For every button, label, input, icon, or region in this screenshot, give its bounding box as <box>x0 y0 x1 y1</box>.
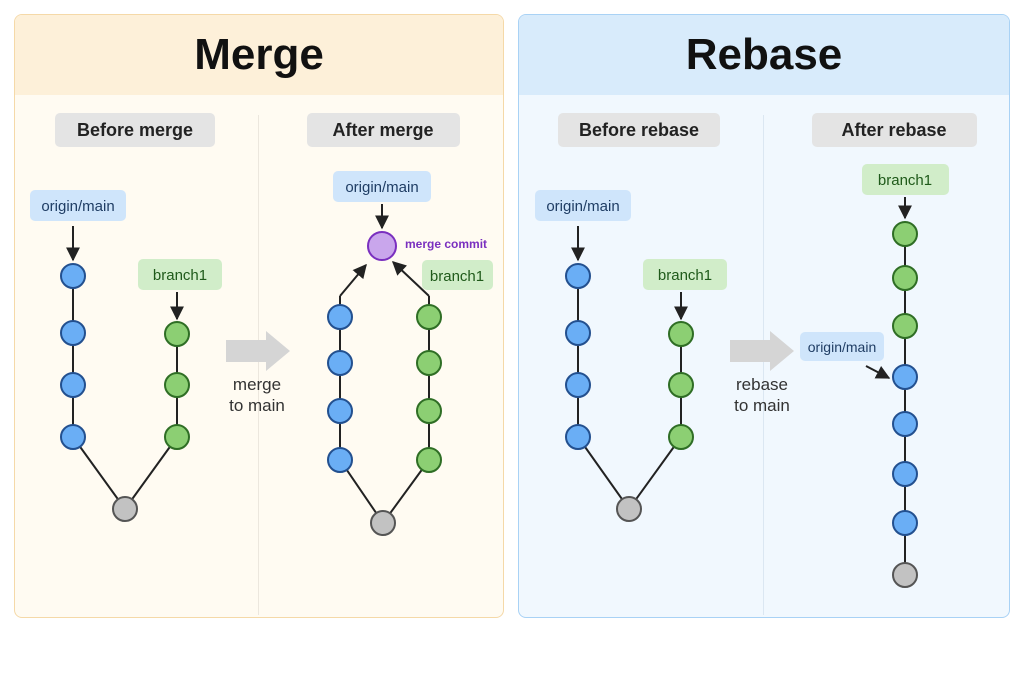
commit-node <box>892 411 918 437</box>
commit-node <box>327 447 353 473</box>
before-rebase-main-tag <box>535 190 631 221</box>
base-commit-node <box>892 562 918 588</box>
after-merge-label-box <box>307 113 460 147</box>
after-rebase-branch-tag <box>862 164 949 195</box>
after-rebase-label: After rebase <box>841 120 946 140</box>
before-rebase-label-box <box>558 113 720 147</box>
commit-node <box>668 424 694 450</box>
before-rebase-branch-tag-label: branch1 <box>658 267 712 284</box>
commit-node <box>565 263 591 289</box>
base-commit-node <box>370 510 396 536</box>
commit-node <box>60 372 86 398</box>
merge-action: merge to main <box>226 331 290 415</box>
after-merge-right-arrow <box>391 261 430 297</box>
commit-node <box>892 221 918 247</box>
commit-node <box>565 320 591 346</box>
rebase-divider <box>763 115 764 615</box>
commit-node <box>60 424 86 450</box>
after-merge-main-tag-label: origin/main <box>345 179 418 196</box>
before-rebase-edges <box>577 276 682 511</box>
merge-panel-header: Merge <box>15 15 503 95</box>
commit-node <box>892 265 918 291</box>
before-merge-label-box <box>55 113 215 147</box>
before-merge-edges <box>72 276 178 511</box>
commit-node <box>668 372 694 398</box>
rebase-panel-header: Rebase <box>519 15 1009 95</box>
commit-node <box>164 372 190 398</box>
merge-divider <box>258 115 259 615</box>
before-merge-main-tag <box>30 190 126 221</box>
rebase-action-line2: to main <box>734 396 790 415</box>
commit-node <box>416 304 442 330</box>
rebase-action-arrow <box>730 331 794 371</box>
after-rebase-label-box <box>812 113 977 147</box>
before-merge-branch-tag <box>138 259 222 290</box>
after-merge-section: After merge origin/main branch1 merge co… <box>307 113 493 536</box>
commit-node <box>327 398 353 424</box>
commit-node <box>892 510 918 536</box>
before-rebase-branch-tag <box>643 259 727 290</box>
after-rebase-branch-tag-label: branch1 <box>878 172 932 189</box>
commit-node <box>892 461 918 487</box>
commit-node <box>164 321 190 347</box>
after-merge-edges <box>339 317 430 525</box>
after-merge-left-arrow <box>339 263 367 297</box>
commit-node <box>892 364 918 390</box>
before-rebase-label: Before rebase <box>579 120 699 140</box>
merge-commit-label: merge commit <box>405 237 487 251</box>
commit-node <box>565 372 591 398</box>
before-merge-branch-tag-label: branch1 <box>153 267 207 284</box>
before-merge-section: Before merge origin/main branch1 <box>30 113 222 522</box>
commit-node <box>60 263 86 289</box>
merge-commit-node <box>367 231 397 261</box>
commit-node <box>416 398 442 424</box>
commit-node <box>565 424 591 450</box>
base-commit-node <box>112 496 138 522</box>
rebase-action-line1: rebase <box>736 375 788 394</box>
merge-action-line2: to main <box>229 396 285 415</box>
merge-action-line1: merge <box>233 375 281 394</box>
after-merge-branch-tag-label: branch1 <box>430 268 484 285</box>
after-rebase-main-tag <box>800 332 884 361</box>
commit-node <box>327 350 353 376</box>
commit-node <box>164 424 190 450</box>
after-merge-label: After merge <box>332 120 433 140</box>
commit-node <box>416 447 442 473</box>
after-merge-branch-tag <box>422 260 493 290</box>
rebase-title: Rebase <box>685 30 843 79</box>
commit-node <box>60 320 86 346</box>
commit-node <box>327 304 353 330</box>
before-merge-label: Before merge <box>77 120 193 140</box>
rebase-action: rebase to main <box>730 331 794 415</box>
merge-title: Merge <box>194 30 324 79</box>
commit-node <box>668 321 694 347</box>
before-rebase-main-tag-label: origin/main <box>546 198 619 215</box>
before-merge-main-tag-label: origin/main <box>41 198 114 215</box>
after-rebase-main-arrow <box>865 365 891 379</box>
base-commit-node <box>616 496 642 522</box>
after-merge-main-tag <box>333 171 431 202</box>
merge-action-arrow <box>226 331 290 371</box>
commit-node <box>416 350 442 376</box>
after-rebase-section: After rebase branch1 origin/main <box>800 113 977 588</box>
commit-node <box>892 313 918 339</box>
after-rebase-main-tag-label: origin/main <box>808 339 876 355</box>
before-rebase-section: Before rebase origin/main branch1 <box>535 113 727 522</box>
